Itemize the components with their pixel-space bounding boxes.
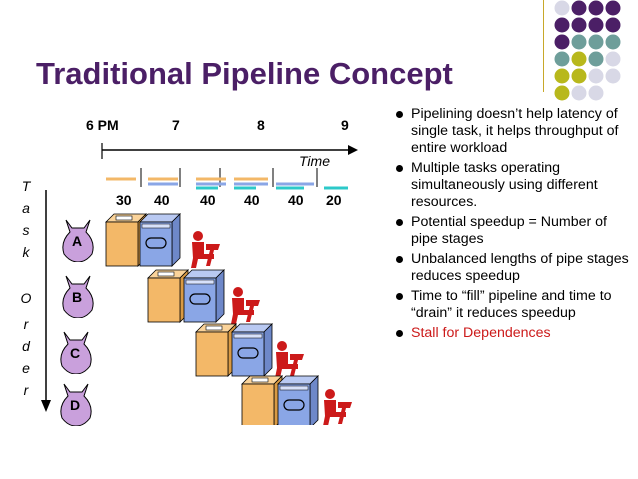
task-order-letter: T — [21, 178, 31, 194]
bullet-dot-icon — [396, 330, 403, 337]
pipeline-diagram — [105, 213, 352, 425]
task-order-letter: s — [22, 222, 30, 238]
decor-dot-icon — [588, 85, 604, 101]
decor-dot-grid — [554, 0, 621, 101]
decor-dot-icon — [571, 68, 587, 84]
decor-dot-icon — [588, 0, 604, 16]
decor-dot-icon — [588, 34, 604, 50]
decor-dot-icon — [571, 34, 587, 50]
task-order-letter: r — [23, 382, 29, 398]
decor-dot-icon — [554, 34, 570, 50]
page-title: Traditional Pipeline Concept — [36, 56, 453, 91]
task-order-letter: r — [23, 316, 29, 332]
laundry-bag-icon — [62, 275, 94, 319]
time-tick-6pm: 6 PM — [86, 117, 119, 133]
decor-dot-icon — [588, 51, 604, 67]
task-order-letter: O — [20, 290, 32, 306]
bullet-item-highlight: Stall for Dependences — [395, 325, 630, 342]
bullet-text: Stall for Dependences — [411, 325, 551, 341]
laundry-bag-icon — [62, 219, 94, 263]
task-order-arrow — [41, 190, 51, 412]
bullet-dot-icon — [396, 256, 403, 263]
laundry-bag-icon — [60, 331, 92, 375]
task-label-c: C — [70, 345, 81, 361]
decor-dot-icon — [588, 17, 604, 33]
bullet-dot-icon — [396, 165, 403, 172]
bullet-item: Potential speedup = Number of pipe stage… — [395, 214, 630, 248]
task-bag-a: A — [58, 218, 98, 263]
duration-1: 30 — [116, 192, 132, 208]
decor-dot-icon — [605, 34, 621, 50]
bullet-text: Multiple tasks operating simultaneously … — [411, 160, 598, 210]
decor-dot-icon — [605, 0, 621, 16]
task-order-letter: k — [22, 244, 30, 260]
decor-dot-icon — [554, 68, 570, 84]
task-label-a: A — [72, 233, 83, 249]
task-label-d: D — [70, 397, 81, 413]
duration-2: 40 — [154, 192, 170, 208]
time-tick-9: 9 — [341, 117, 349, 133]
decor-dot-icon — [554, 0, 570, 16]
decor-dot-icon — [554, 51, 570, 67]
time-tick-7: 7 — [172, 117, 180, 133]
task-bag-d: D — [56, 382, 96, 427]
bullet-dot-icon — [396, 111, 403, 118]
time-tick-8: 8 — [257, 117, 265, 133]
duration-4: 40 — [244, 192, 260, 208]
bullet-list: Pipelining doesn’t help latency of singl… — [395, 106, 630, 345]
bullet-item: Pipelining doesn’t help latency of singl… — [395, 106, 630, 157]
duration-5: 40 — [288, 192, 304, 208]
bullet-item: Time to “fill” pipeline and time to “dra… — [395, 288, 630, 322]
bullet-text: Time to “fill” pipeline and time to “dra… — [411, 288, 612, 321]
decor-dot-icon — [571, 0, 587, 16]
decor-dot-icon — [554, 17, 570, 33]
decor-dot-icon — [571, 51, 587, 67]
bullet-dot-icon — [396, 219, 403, 226]
laundry-bag-icon — [60, 383, 92, 427]
time-axis-label: Time — [299, 153, 330, 169]
bullet-text: Potential speedup = Number of pipe stage… — [411, 214, 607, 247]
decor-dot-icon — [605, 17, 621, 33]
task-bag-b: B — [58, 274, 98, 319]
task-label-b: B — [72, 289, 83, 305]
decor-dot-icon — [571, 17, 587, 33]
time-axis — [101, 143, 358, 190]
task-order-letter: e — [22, 360, 30, 376]
duration-3: 40 — [200, 192, 216, 208]
decor-dot-icon — [605, 68, 621, 84]
decor-dot-icon — [554, 85, 570, 101]
bullet-text: Unbalanced lengths of pipe stages reduce… — [411, 251, 629, 284]
bullet-item: Unbalanced lengths of pipe stages reduce… — [395, 251, 630, 285]
decor-dot-icon — [588, 68, 604, 84]
bullet-text: Pipelining doesn’t help latency of singl… — [411, 106, 619, 156]
decor-dot-icon — [571, 85, 587, 101]
bullet-dot-icon — [396, 293, 403, 300]
decor-vertical-rule — [543, 0, 544, 92]
task-order-letter: d — [22, 338, 30, 354]
task-order-letter: a — [22, 200, 30, 216]
duration-6: 20 — [326, 192, 342, 208]
decor-dot-icon — [605, 51, 621, 67]
task-bag-c: C — [56, 330, 96, 375]
bullet-item: Multiple tasks operating simultaneously … — [395, 160, 630, 211]
